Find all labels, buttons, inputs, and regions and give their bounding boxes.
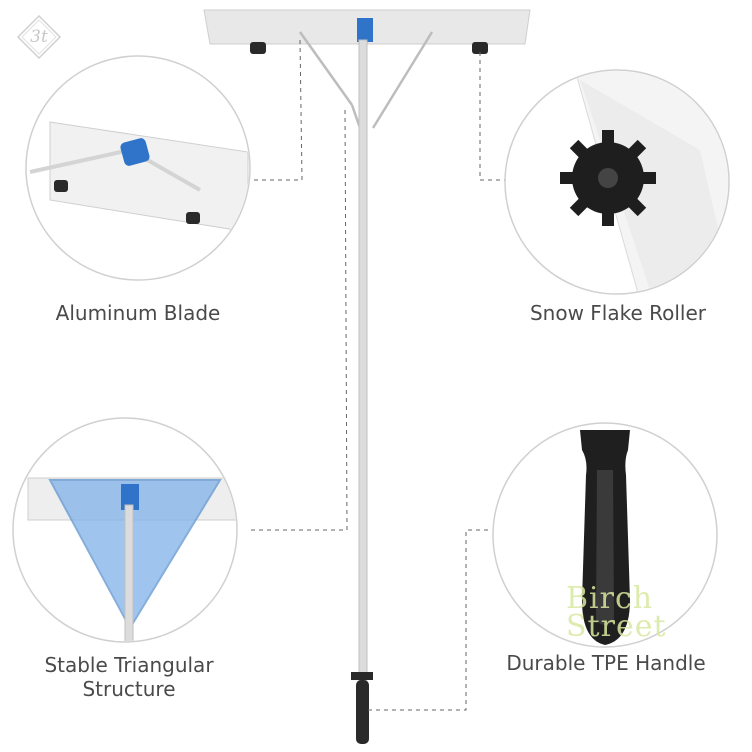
label-tpe-handle: Durable TPE Handle bbox=[506, 651, 706, 675]
connector-lines bbox=[250, 39, 505, 711]
blade-detail-circle bbox=[25, 55, 251, 281]
handle-detail-circle bbox=[492, 422, 718, 648]
pole-icon bbox=[351, 39, 373, 744]
triangle-detail-circle bbox=[12, 417, 238, 643]
label-aluminum-blade: Aluminum Blade bbox=[55, 301, 221, 325]
label-triangular-line1: Stable Triangular bbox=[44, 653, 214, 677]
watermark-line2: Street bbox=[566, 609, 667, 644]
watermark-line1: Birch bbox=[566, 581, 654, 616]
roller-detail-circle bbox=[504, 69, 730, 295]
label-snow-flake-roller: Snow Flake Roller bbox=[529, 301, 707, 325]
label-triangular-line2: Structure bbox=[82, 677, 176, 701]
logo-text: 3t bbox=[30, 27, 48, 47]
watermark: Birch Street bbox=[566, 581, 676, 644]
logo-badge-icon: 3t bbox=[16, 14, 62, 60]
main-blade-icon bbox=[203, 9, 531, 54]
